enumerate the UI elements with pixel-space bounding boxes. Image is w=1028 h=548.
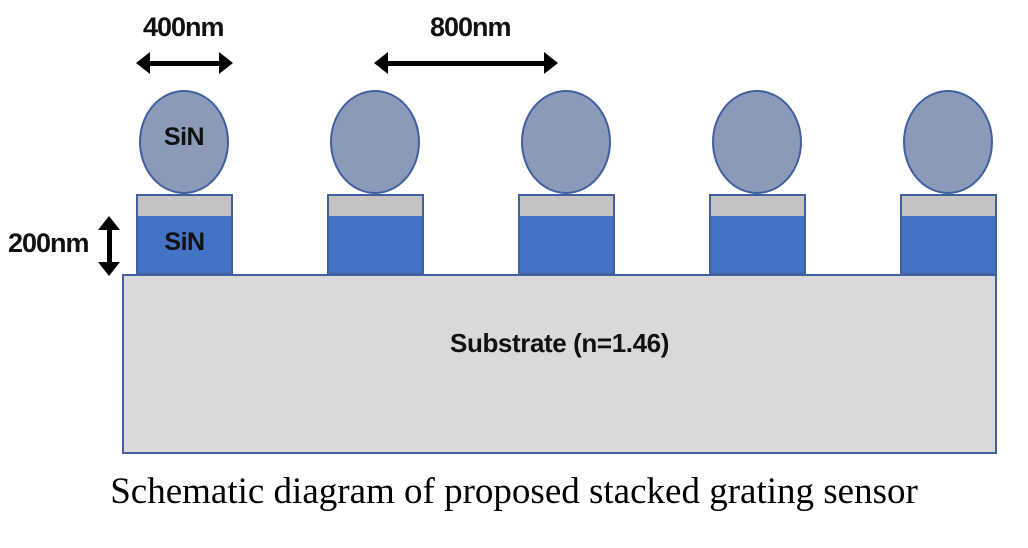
arrow-head-left-icon (136, 52, 150, 74)
arrow-head-right-icon (219, 52, 233, 74)
grating-cap-1 (136, 194, 233, 216)
arrow-shaft (145, 61, 224, 66)
dimension-arrow-200nm (96, 216, 122, 276)
arrow-shaft (383, 61, 549, 66)
nanoparticle-5 (903, 90, 993, 194)
grating-cap-2 (327, 194, 424, 216)
arrow-head-left-icon (374, 52, 388, 74)
grating-cap-5 (900, 194, 997, 216)
dimension-arrow-800nm (374, 50, 558, 76)
dimension-label-800nm: 800nm (430, 12, 512, 42)
dimension-arrow-400nm (136, 50, 233, 76)
substrate-label: Substrate (n=1.46) (450, 328, 669, 358)
figure-caption: Schematic diagram of proposed stacked gr… (110, 471, 918, 512)
nanoparticle-2 (330, 90, 420, 194)
nanoparticle-1: SiN (139, 90, 229, 194)
arrow-head-down-icon (98, 262, 120, 276)
nanoparticle-4 (712, 90, 802, 194)
arrow-head-right-icon (544, 52, 558, 74)
dimension-label-200nm: 200nm (8, 228, 90, 258)
nanoparticle-3 (521, 90, 611, 194)
nanoparticle-label-1: SiN (163, 123, 205, 151)
grating-cap-4 (709, 194, 806, 216)
dimension-label-400nm: 400nm (143, 12, 225, 42)
substrate-block: Substrate (n=1.46) (122, 274, 997, 454)
arrow-head-up-icon (98, 216, 120, 230)
grating-bar-label-1: SiN (164, 228, 205, 256)
grating-cap-3 (518, 194, 615, 216)
arrow-shaft (107, 225, 112, 267)
